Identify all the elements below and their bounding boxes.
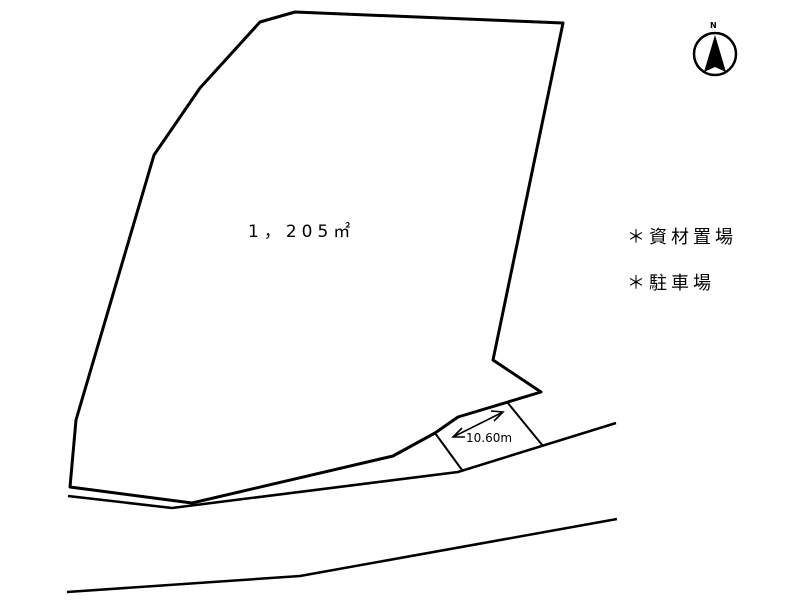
north-label: N (710, 21, 717, 30)
lot-area-label: 1，205㎡ (248, 222, 356, 242)
usage-item-material-storage: ＊資材置場 (627, 227, 737, 248)
road-south-edge (66, 517, 618, 594)
usage-item-parking: ＊駐車場 (627, 273, 715, 294)
road-north-edge (67, 421, 617, 510)
lot-boundary (68, 10, 565, 505)
north-arrow-icon (692, 31, 738, 77)
usage-list: ＊資材置場 ＊駐車場 (627, 226, 737, 318)
access-strip-right-edge (506, 401, 544, 447)
frontage-dimension-arrow (451, 410, 505, 438)
frontage-width-label: 10.60m (466, 431, 513, 445)
access-strip-left-edge (434, 432, 463, 471)
